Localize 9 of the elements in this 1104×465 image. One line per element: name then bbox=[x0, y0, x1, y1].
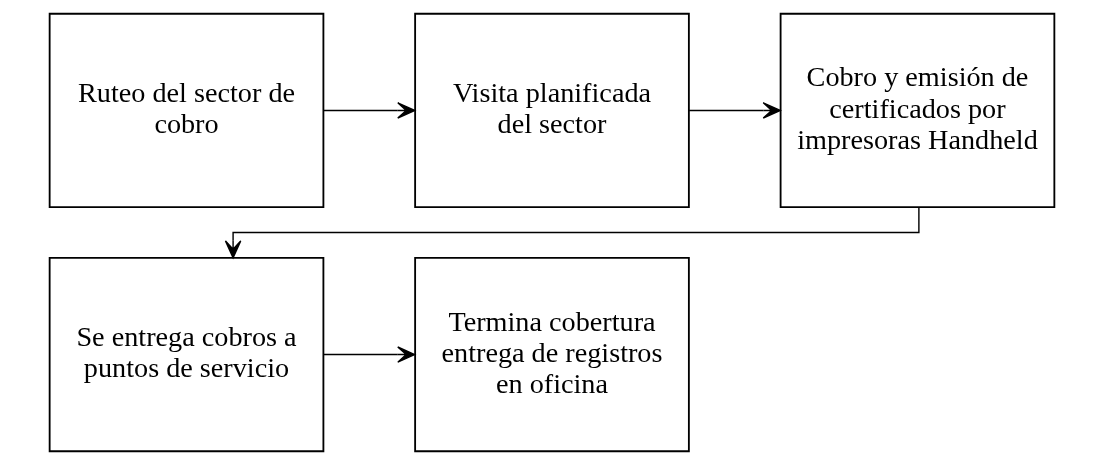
arrow bbox=[688, 102, 781, 119]
arrow bbox=[322, 102, 416, 119]
arrow bbox=[322, 346, 416, 363]
node-box: Ruteo del sector de cobro bbox=[48, 12, 325, 208]
node-box: Termina cobertura entrega de registros en oficina bbox=[414, 257, 690, 453]
node-box: Cobro y emisión de certificados por impresoras Handheld bbox=[779, 12, 1056, 208]
node-box: Se entrega cobros a puntos de servicio bbox=[48, 257, 325, 453]
node-box: Visita planificada del sector bbox=[414, 12, 690, 208]
arrow bbox=[224, 206, 920, 259]
